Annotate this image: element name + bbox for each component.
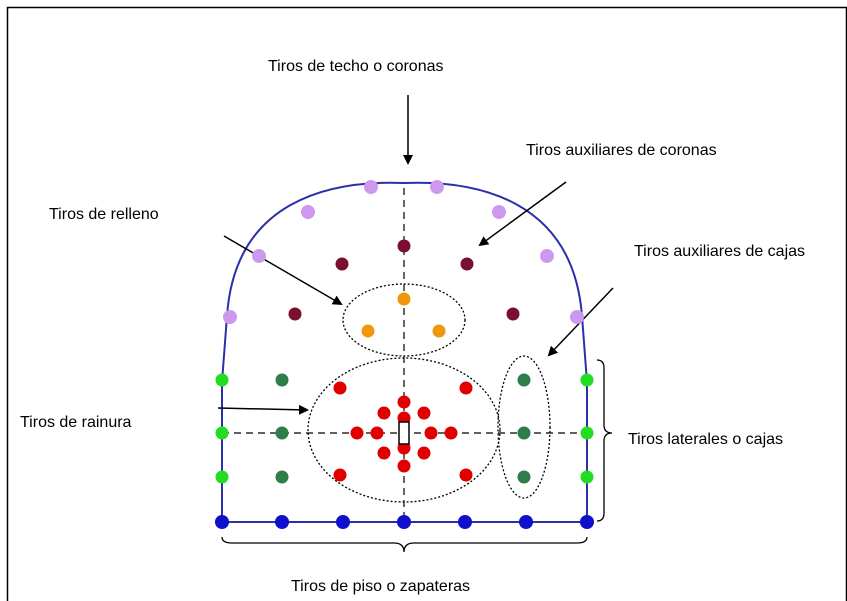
fill-hole	[397, 292, 411, 306]
side-aux-hole	[517, 426, 531, 440]
crown-aux-hole	[506, 307, 520, 321]
side-hole	[215, 426, 229, 440]
cut-hole	[397, 395, 411, 409]
crown-aux-hole	[288, 307, 302, 321]
side-hole	[580, 426, 594, 440]
label-side-holes: Tiros laterales o cajas	[628, 431, 784, 448]
cut-hole	[370, 426, 384, 440]
cut-hole	[333, 468, 347, 482]
roof-hole	[364, 180, 378, 194]
crown-aux-hole	[335, 257, 349, 271]
label-crown-aux-holes: Tiros auxiliares de coronas	[526, 142, 717, 159]
roof-hole	[570, 310, 584, 324]
crown-aux-arrow	[478, 181, 567, 247]
side-aux-hole	[275, 373, 289, 387]
cut-hole	[417, 406, 431, 420]
crown-aux-hole	[460, 257, 474, 271]
cut-hole	[377, 446, 391, 460]
side-hole	[215, 373, 229, 387]
figure-frame	[6, 6, 847, 601]
roof-hole	[301, 205, 315, 219]
floor-hole	[275, 515, 289, 529]
cut-group-outline	[307, 357, 501, 503]
floor-hole	[458, 515, 472, 529]
floor-hole	[580, 515, 594, 529]
roof-hole	[430, 180, 444, 194]
cut-hole	[459, 468, 473, 482]
side-hole	[580, 470, 594, 484]
side-brace	[596, 359, 613, 522]
label-side-aux-holes: Tiros auxiliares de cajas	[634, 243, 806, 260]
side-aux-hole	[517, 470, 531, 484]
roof-hole	[492, 205, 506, 219]
floor-brace	[221, 536, 588, 553]
floor-hole	[215, 515, 229, 529]
cut-hole	[424, 426, 438, 440]
side-aux-hole	[275, 470, 289, 484]
cut-hole	[397, 459, 411, 473]
floor-hole	[397, 515, 411, 529]
label-fill-holes: Tiros de relleno	[49, 206, 159, 223]
crown-aux-hole	[397, 239, 411, 253]
cut-hole	[377, 406, 391, 420]
cut-arrow	[217, 404, 309, 415]
floor-hole	[519, 515, 533, 529]
cut-hole	[459, 381, 473, 395]
relief-hole	[398, 421, 410, 445]
label-roof-holes: Tiros de techo o coronas	[268, 58, 444, 75]
side-aux-group-outline	[497, 355, 551, 499]
side-aux-hole	[517, 373, 531, 387]
cut-hole	[350, 426, 364, 440]
side-hole	[215, 470, 229, 484]
side-aux-hole	[275, 426, 289, 440]
roof-hole	[252, 249, 266, 263]
fill-hole	[361, 324, 375, 338]
fill-arrow	[223, 235, 343, 306]
roof-hole	[540, 249, 554, 263]
label-floor-holes: Tiros de piso o zapateras	[291, 578, 471, 595]
label-cut-holes: Tiros de rainura	[20, 414, 132, 431]
fill-hole	[432, 324, 446, 338]
cut-hole	[417, 446, 431, 460]
cut-hole	[444, 426, 458, 440]
tunnel-profile	[221, 181, 588, 523]
cut-hole	[333, 381, 347, 395]
roof-hole	[223, 310, 237, 324]
side-hole	[580, 373, 594, 387]
fill-group-outline	[342, 283, 466, 357]
floor-hole	[336, 515, 350, 529]
